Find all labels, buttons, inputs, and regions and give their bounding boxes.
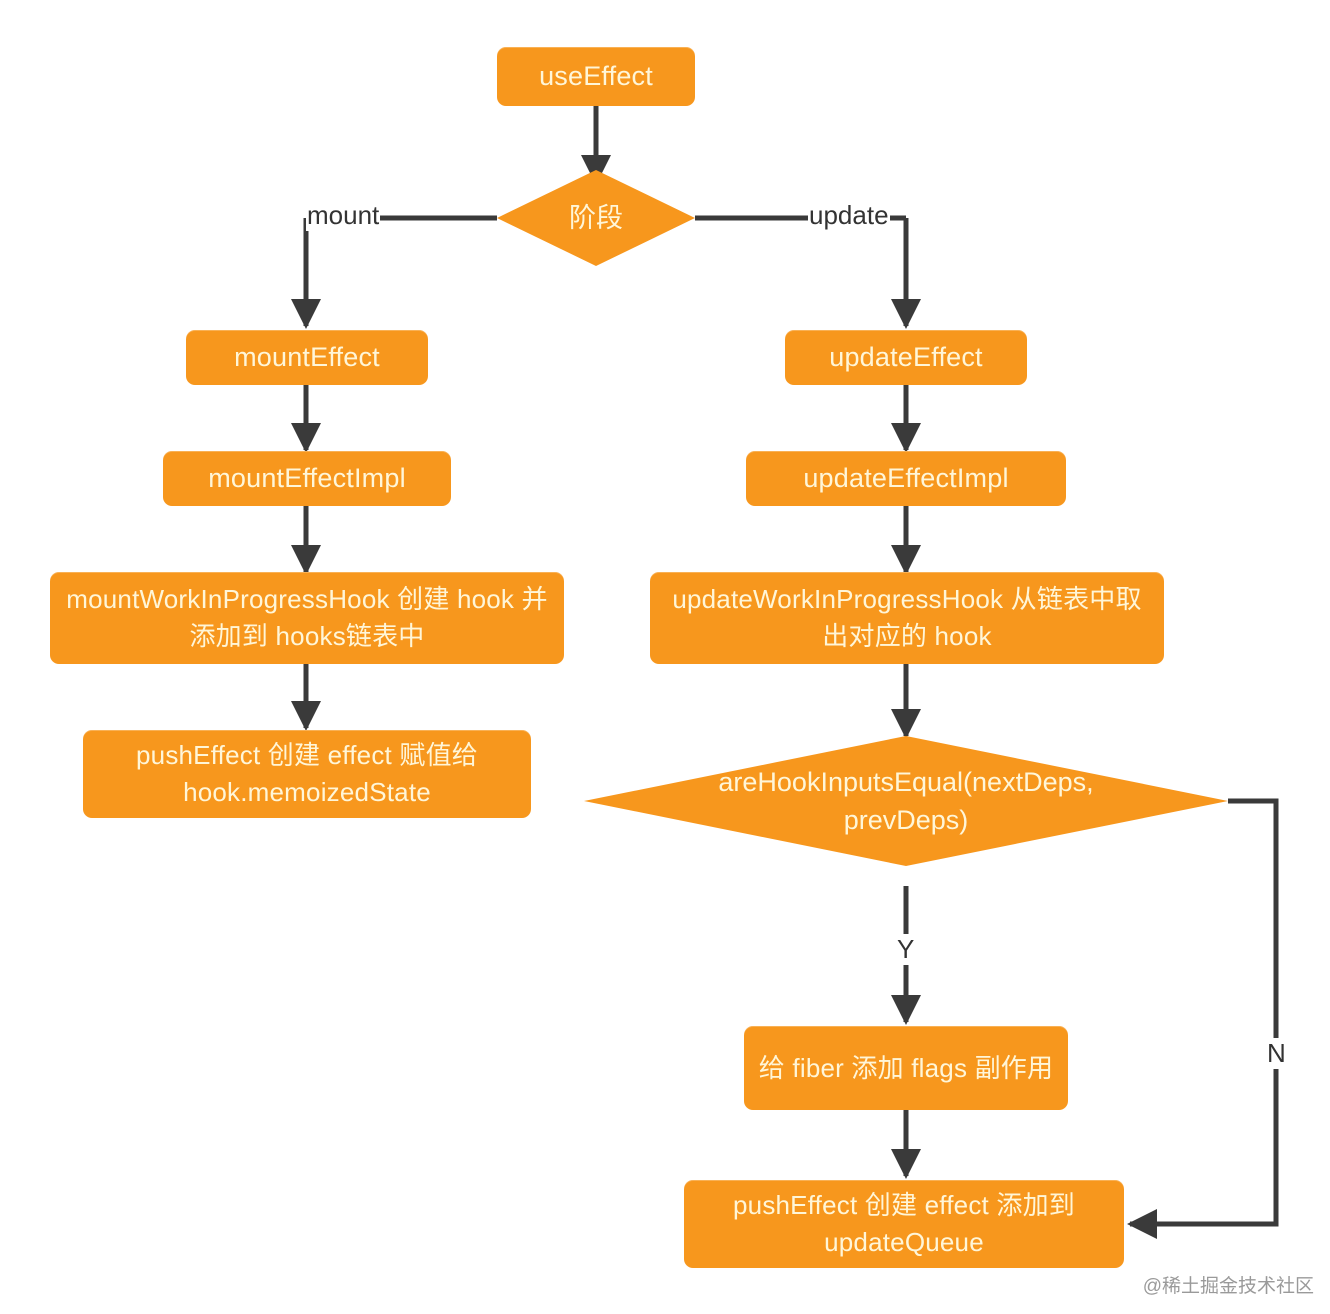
node-update-effect[interactable]: updateEffect: [785, 330, 1027, 385]
node-mount-effect-label: mountEffect: [234, 342, 380, 373]
node-use-effect[interactable]: useEffect: [497, 47, 695, 106]
edge-label-mount: mount: [306, 200, 381, 231]
node-phase-decision[interactable]: 阶段: [497, 170, 695, 266]
node-push-effect-memoized-label: pushEffect 创建 effect 赋值给 hook.memoizedSt…: [136, 740, 478, 807]
node-push-effect-memoized[interactable]: pushEffect 创建 effect 赋值给 hook.memoizedSt…: [83, 730, 531, 818]
node-add-flags-label: 给 fiber 添加 flags 副作用: [758, 1052, 1054, 1083]
node-mount-effect-impl[interactable]: mountEffectImpl: [163, 451, 451, 506]
watermark: @稀土掘金技术社区: [1142, 1276, 1314, 1297]
node-push-effect-queue[interactable]: pushEffect 创建 effect 添加到 updateQueue: [684, 1180, 1124, 1268]
node-add-flags[interactable]: 给 fiber 添加 flags 副作用: [744, 1026, 1068, 1110]
edge-label-no: N: [1266, 1038, 1287, 1069]
edge-label-yes: Y: [896, 934, 916, 965]
node-are-hook-inputs-equal[interactable]: areHookInputsEqual(nextDeps, prevDeps): [584, 736, 1228, 866]
node-update-wip-hook-label: updateWorkInProgressHook 从链表中取出对应的 hook: [672, 584, 1142, 651]
node-mount-wip-hook[interactable]: mountWorkInProgressHook 创建 hook 并添加到 hoo…: [50, 572, 564, 664]
node-mount-wip-hook-label: mountWorkInProgressHook 创建 hook 并添加到 hoo…: [66, 584, 548, 651]
node-mount-effect-impl-label: mountEffectImpl: [208, 463, 406, 494]
node-use-effect-label: useEffect: [539, 61, 653, 92]
node-update-wip-hook[interactable]: updateWorkInProgressHook 从链表中取出对应的 hook: [650, 572, 1164, 664]
node-update-effect-impl-label: updateEffectImpl: [803, 463, 1009, 494]
edge-decision-no: [1127, 798, 1279, 1239]
node-push-effect-queue-label: pushEffect 创建 effect 添加到 updateQueue: [733, 1190, 1075, 1257]
node-update-effect-impl[interactable]: updateEffectImpl: [746, 451, 1066, 506]
edge-label-update: update: [808, 200, 890, 231]
node-mount-effect[interactable]: mountEffect: [186, 330, 428, 385]
node-update-effect-label: updateEffect: [829, 342, 983, 373]
